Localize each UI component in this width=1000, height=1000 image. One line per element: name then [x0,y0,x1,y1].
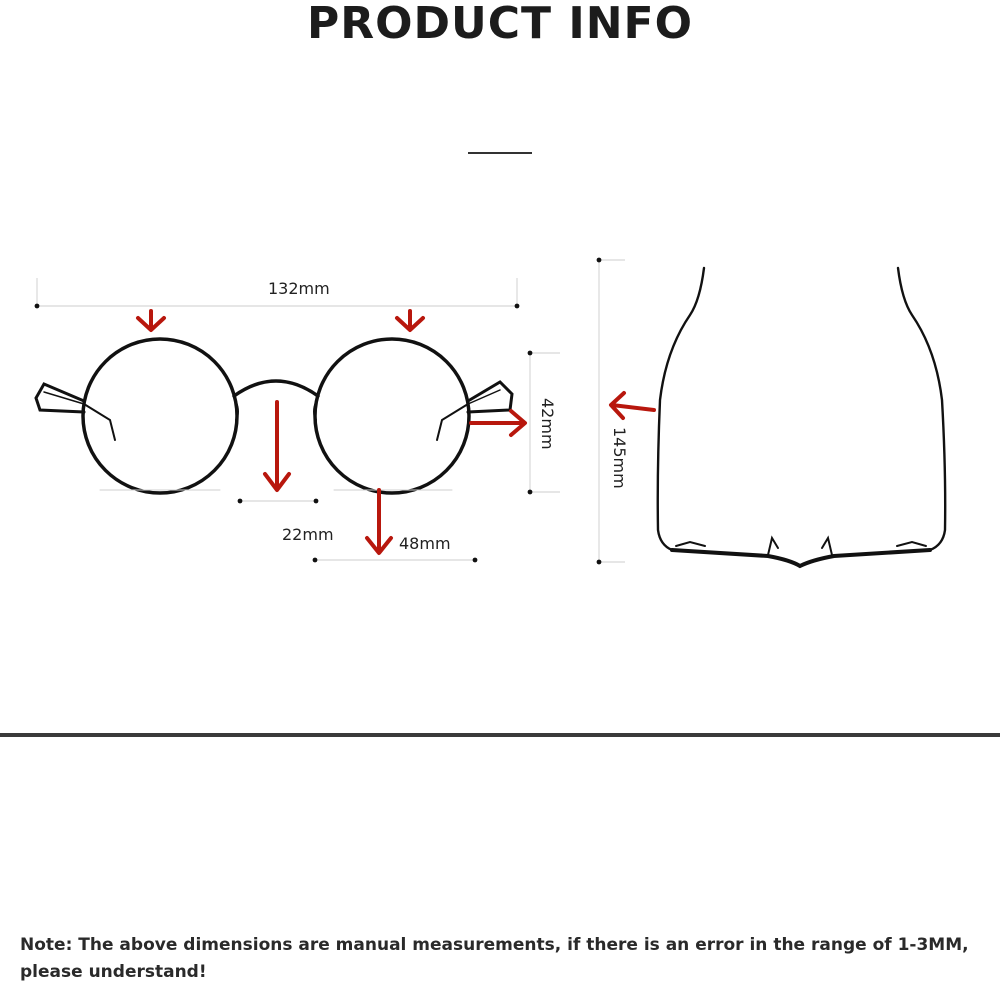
top-view-frame-front [670,548,932,569]
title-underline [468,152,532,154]
right-nose-pad [436,403,469,441]
arrow-left-lens-top [136,309,166,332]
right-lens-rim [313,337,471,495]
arrow-lens-width-down [365,488,393,555]
left-temple [656,266,706,552]
arrow-temple-left [609,391,656,420]
bridge [232,379,320,398]
bridge-width-label: 22mm [282,525,334,544]
lens-width-label: 48mm [399,534,451,553]
left-hinge [34,382,86,414]
dimension-lines [34,257,625,565]
glasses-dimension-diagram [34,257,947,569]
lens-height-label: 42mm [538,398,557,450]
right-hinge [466,380,514,414]
right-temple [896,266,947,552]
measurement-note: Note: The above dimensions are manual me… [20,935,969,982]
indicator-arrows [136,309,656,555]
left-nose-pad [83,403,116,441]
left-lens-rim [81,337,239,495]
page-title: PRODUCT INFO [306,0,694,49]
section-divider [0,733,1000,737]
arrow-bridge-down [263,400,291,492]
glasses-top-view [656,266,947,569]
total-width-label: 132mm [268,279,330,298]
temple-length-label: 145mm [610,427,629,489]
arrow-right-side [469,409,527,437]
glasses-front-view [34,337,514,495]
arrow-right-lens-top [395,309,425,332]
